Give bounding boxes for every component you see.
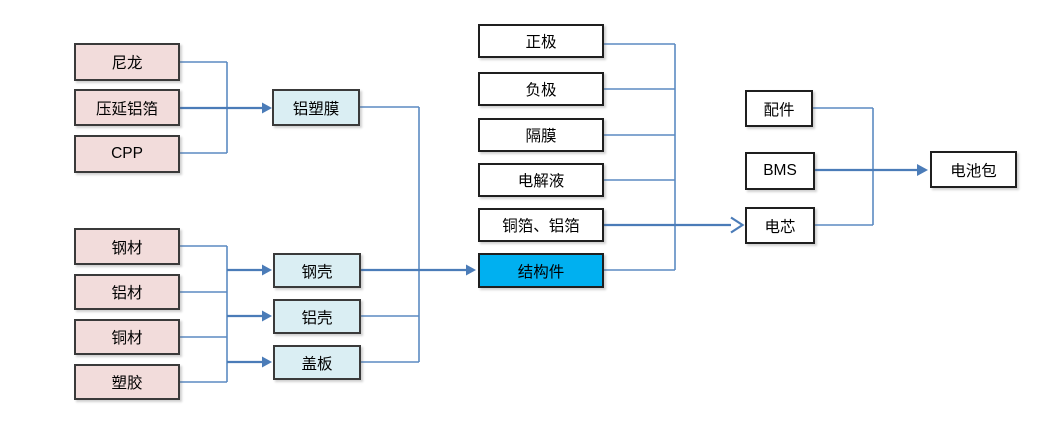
node-structural-parts: 结构件	[478, 253, 604, 288]
node-al-plastic-film: 铝塑膜	[272, 89, 360, 126]
node-separator: 隔膜	[478, 118, 604, 152]
node-nylon: 尼龙	[74, 43, 180, 81]
node-electrolyte: 电解液	[478, 163, 604, 197]
arrowhead-pack	[917, 164, 928, 176]
node-copper: 铜材	[74, 319, 180, 355]
arrowhead-structural	[466, 264, 476, 276]
arrowhead-alfilm	[262, 102, 272, 114]
node-steel: 钢材	[74, 228, 180, 265]
arrowhead-cell-open	[730, 216, 745, 234]
arrowhead-steelshell	[262, 264, 272, 276]
node-cathode: 正极	[478, 24, 604, 58]
node-steel-shell: 钢壳	[273, 253, 361, 288]
node-rolled-al-foil: 压延铝箔	[74, 89, 180, 126]
arrowhead-alshell	[262, 310, 272, 322]
node-bms: BMS	[745, 152, 815, 190]
node-plastic: 塑胶	[74, 364, 180, 400]
node-aluminum: 铝材	[74, 274, 180, 310]
node-accessories: 配件	[745, 90, 813, 127]
node-foils: 铜箔、铝箔	[478, 208, 604, 242]
node-cell: 电芯	[745, 207, 815, 244]
node-al-shell: 铝壳	[273, 299, 361, 334]
node-anode: 负极	[478, 72, 604, 106]
node-cpp: CPP	[74, 135, 180, 173]
arrowhead-cover	[262, 356, 272, 368]
node-cover-plate: 盖板	[273, 345, 361, 380]
node-battery-pack: 电池包	[930, 151, 1017, 188]
